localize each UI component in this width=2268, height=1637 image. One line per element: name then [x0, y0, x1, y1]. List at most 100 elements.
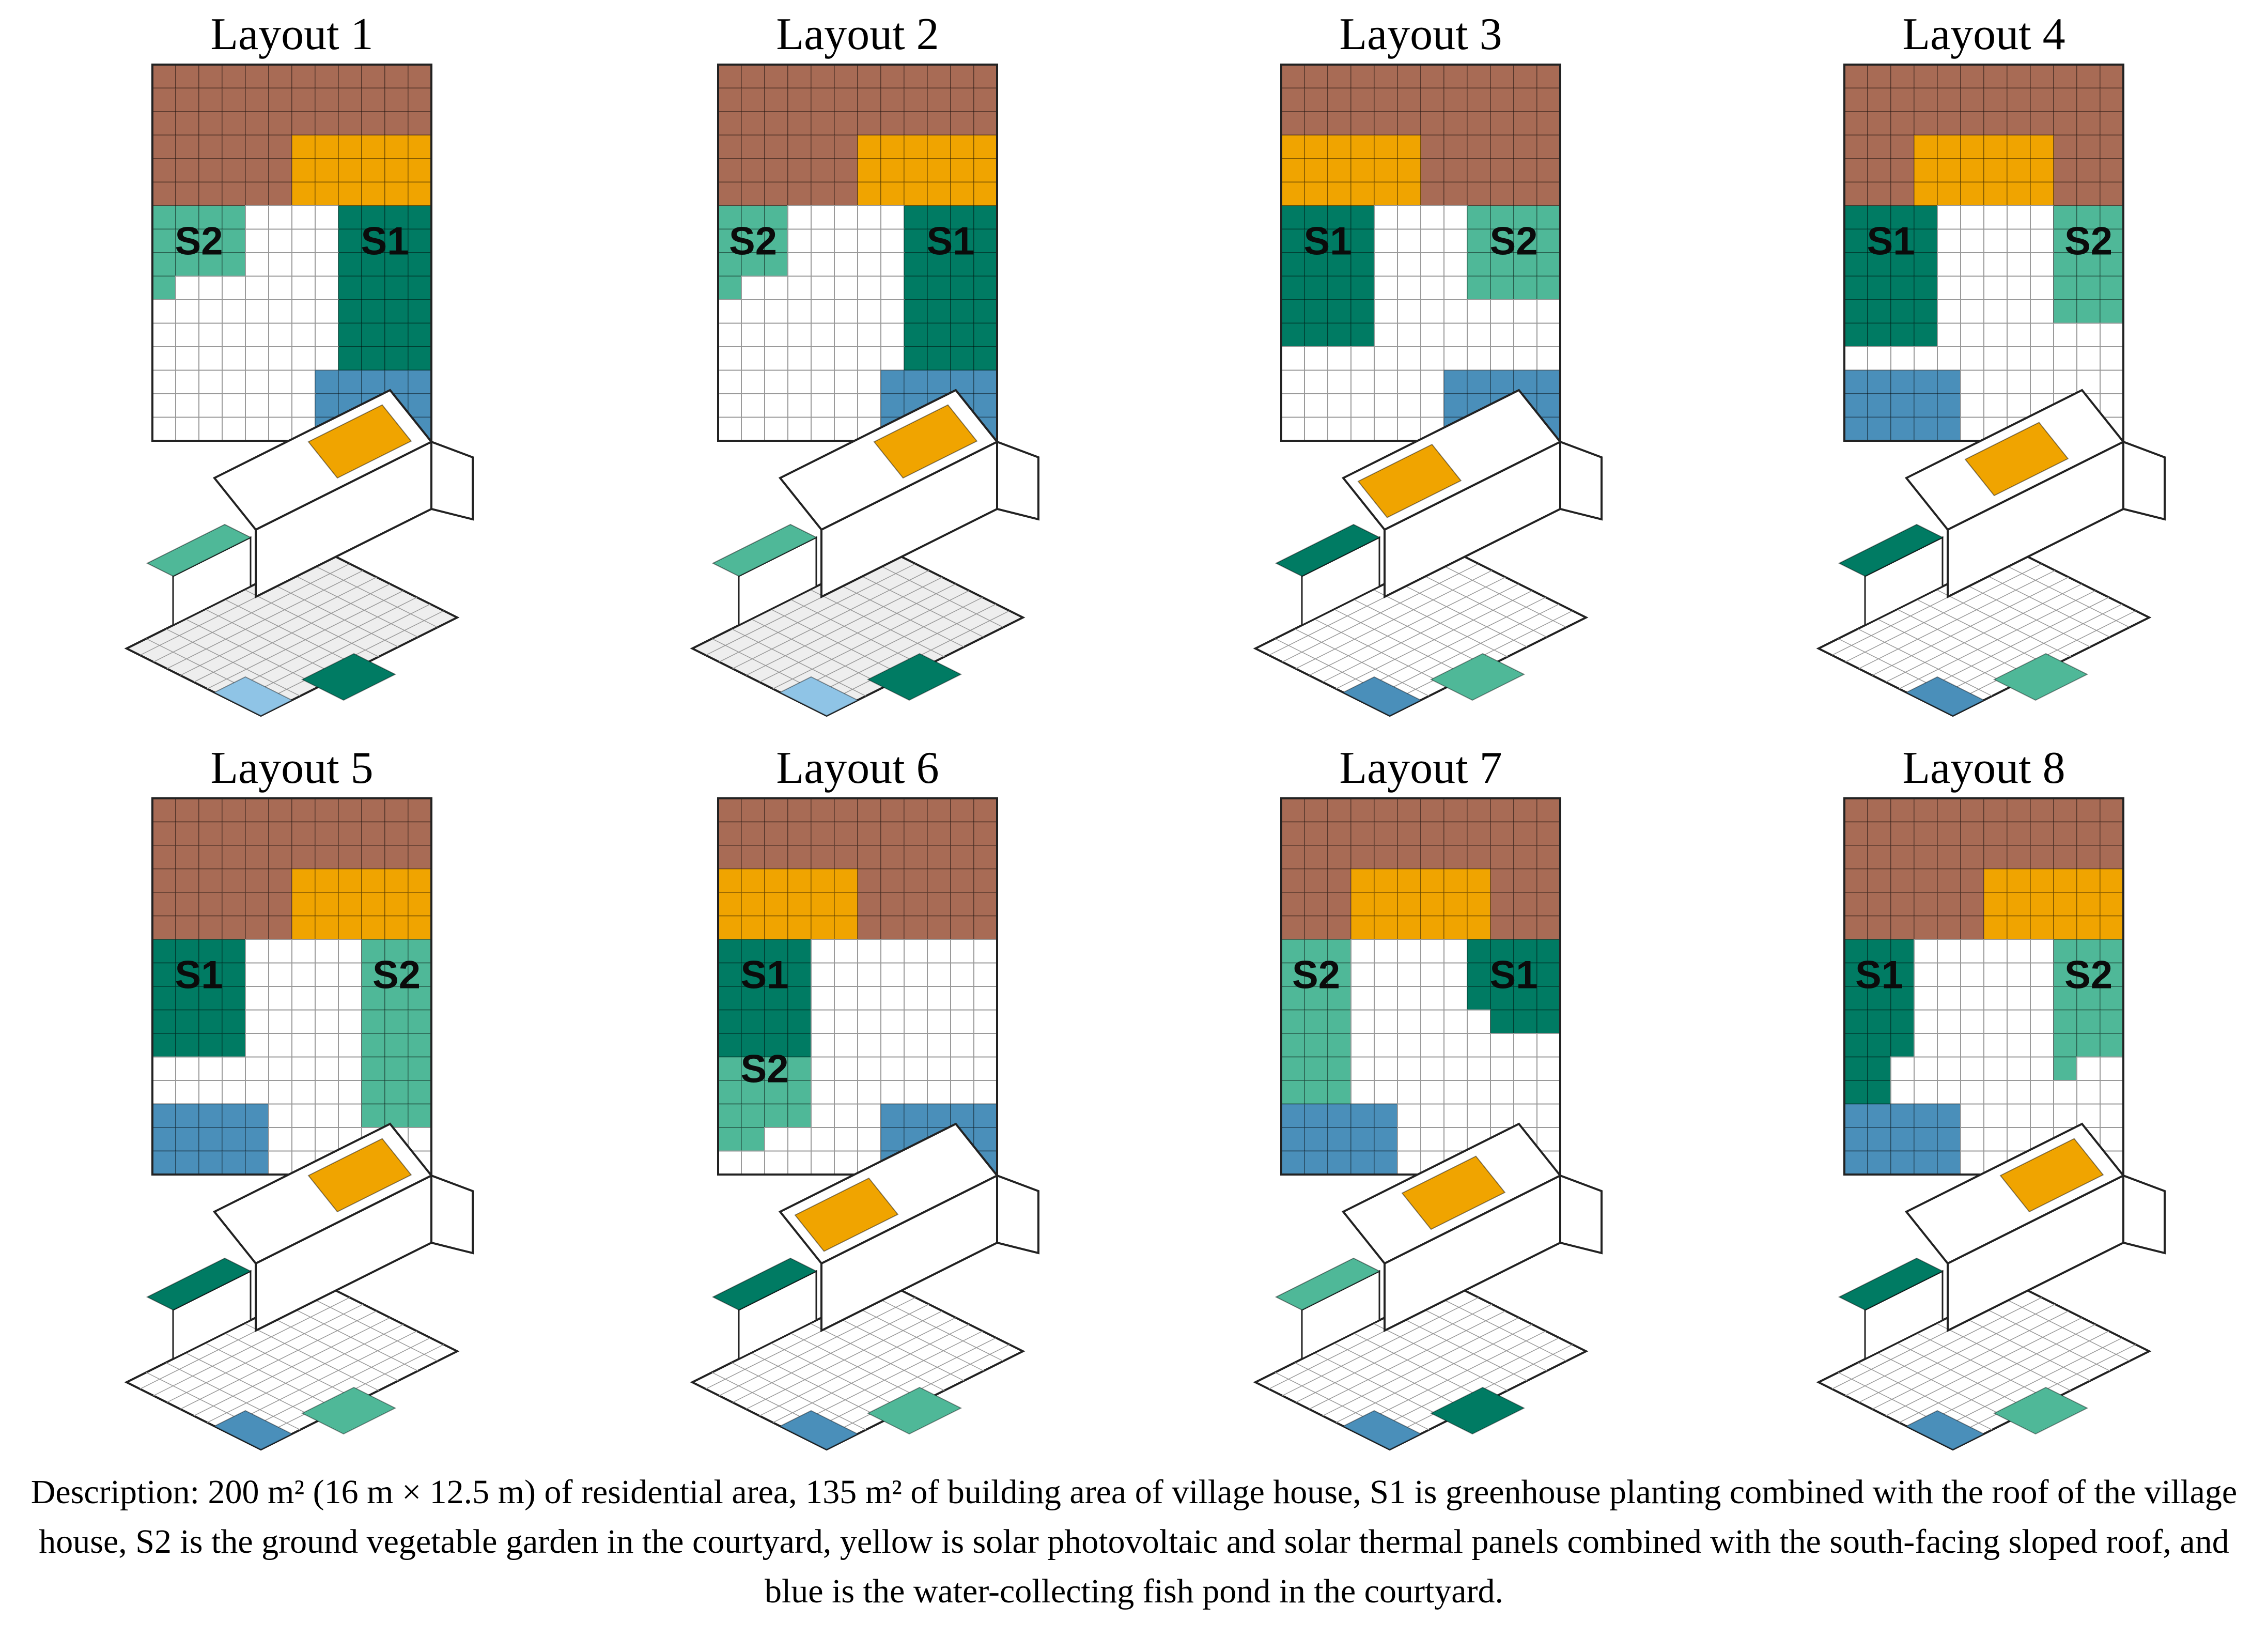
paving-line [1335, 1324, 1533, 1423]
paving-line [868, 560, 1004, 628]
plan-cell-s2 [1867, 275, 1891, 300]
plan-cell-roof [857, 111, 881, 136]
greenhouse-roof [1838, 523, 1944, 577]
plan-cell-solar [1443, 892, 1468, 917]
plan-cell-roof [361, 821, 385, 846]
greenhouse-roof [1275, 1257, 1381, 1311]
plan-cell-courtyard [1281, 369, 1305, 394]
plan-cell-courtyard [152, 393, 176, 418]
plan-cell-courtyard [834, 1150, 858, 1175]
plan-cell-roof [1490, 892, 1514, 917]
plan-cell-roof [1844, 181, 1868, 206]
paving-line [303, 1293, 438, 1362]
plan-cell-solar [1350, 915, 1375, 940]
plan-cell-solar [1304, 158, 1328, 183]
plan-cell-solar [2007, 134, 2031, 159]
plan-cell-roof [291, 845, 316, 870]
plan-cell-s1 [222, 205, 246, 230]
plan-cell-roof [245, 64, 269, 89]
house-gable-wall [996, 1174, 1039, 1255]
plan-cell-s2 [1890, 1033, 1915, 1058]
plan-cell-roof [1867, 134, 1891, 159]
plan-cell-courtyard [787, 346, 812, 371]
paving-line [799, 1337, 997, 1437]
plan-cell-solar [950, 134, 974, 159]
plan-cell-courtyard [2053, 322, 2077, 347]
plan-cell-roof [175, 111, 199, 136]
plan-cell-courtyard [904, 1009, 928, 1034]
plan-cell-roof [2007, 111, 2031, 136]
plan-cell-roof [338, 798, 362, 823]
greenhouse-roof [146, 523, 252, 577]
plan-cell-roof [718, 845, 742, 870]
plan-cell-roof [198, 134, 223, 159]
plan-cell-roof [1443, 87, 1468, 112]
plan-cell-solar [1983, 134, 2008, 159]
plan-cell-solar [384, 134, 409, 159]
plan-cell-s2 [1536, 1009, 1561, 1034]
plan-cell-roof [1867, 181, 1891, 206]
plan-cell-courtyard [338, 1009, 362, 1034]
plan-cell-s2 [338, 205, 362, 230]
plan-cell-courtyard [1914, 962, 1938, 987]
layout-title: Layout 2 [776, 9, 939, 59]
plan-cell-s1 [1304, 1056, 1328, 1081]
plan-cell-courtyard [245, 1056, 269, 1081]
plan-cell-s2 [718, 962, 742, 987]
plan-cell-courtyard [152, 322, 176, 347]
plan-cell-roof [1914, 798, 1938, 823]
plan-cell-courtyard [1937, 346, 1961, 371]
plan-cell-courtyard [834, 1103, 858, 1128]
plan-cell-roof [1304, 845, 1328, 870]
plan-cell-s2 [1304, 205, 1328, 230]
house-gable-wall [1559, 440, 1603, 521]
plan-cell-solar [2030, 868, 2054, 893]
plan-cell-roof [764, 64, 788, 89]
plan-cell-solar [338, 158, 362, 183]
plan-cell-courtyard [245, 369, 269, 394]
plan-cell-courtyard [1960, 1080, 1984, 1105]
plan-cell-courtyard [1890, 346, 1915, 371]
paving-line [1912, 1331, 2109, 1430]
plan-cell-s2 [1890, 228, 1915, 253]
plan-cell-s2 [950, 275, 974, 300]
plan-cell-roof [1914, 915, 1938, 940]
plan-cell-courtyard [245, 962, 269, 987]
plan-cell-roof [152, 181, 176, 206]
plan-cell-courtyard [1304, 369, 1328, 394]
plan-cell-solar [1374, 134, 1398, 159]
plan-cell-s2 [904, 205, 928, 230]
plan-cell-solar [1467, 892, 1491, 917]
plan-cell-courtyard [152, 1056, 176, 1081]
plan-cell-courtyard [152, 416, 176, 441]
plan-cell-courtyard [1420, 393, 1444, 418]
greenhouse-roof [1275, 523, 1381, 577]
plan-cell-roof [2030, 845, 2054, 870]
plan-cell-roof [857, 868, 881, 893]
plan-cell-roof [973, 87, 998, 112]
plan-cell-solar [2053, 892, 2077, 917]
plan-cell-courtyard [718, 369, 742, 394]
plan-cell-courtyard [291, 346, 316, 371]
plan-cell-roof [1937, 868, 1961, 893]
paving-line [1349, 597, 1546, 696]
plan-cell-solar [2007, 181, 2031, 206]
plan-cell-roof [1304, 87, 1328, 112]
plan-cell-s2 [384, 346, 409, 371]
plan-cell-courtyard [857, 346, 881, 371]
plan-cell-solar [834, 868, 858, 893]
plan-cell-solar [741, 868, 765, 893]
plan-cell-roof [927, 64, 951, 89]
plan-cell-roof [880, 111, 905, 136]
plan-cell-roof [291, 821, 316, 846]
plan-cell-pond [1914, 369, 1938, 394]
plan-cell-roof [1536, 915, 1561, 940]
plan-cell-courtyard [904, 1056, 928, 1081]
plan-cell-courtyard [1374, 1009, 1398, 1034]
plan-cell-roof [152, 87, 176, 112]
plan-cell-courtyard [1983, 1056, 2008, 1081]
plan-cell-courtyard [1443, 939, 1468, 964]
plan-cell-roof [408, 821, 432, 846]
plan-cell-s2 [1914, 275, 1938, 300]
